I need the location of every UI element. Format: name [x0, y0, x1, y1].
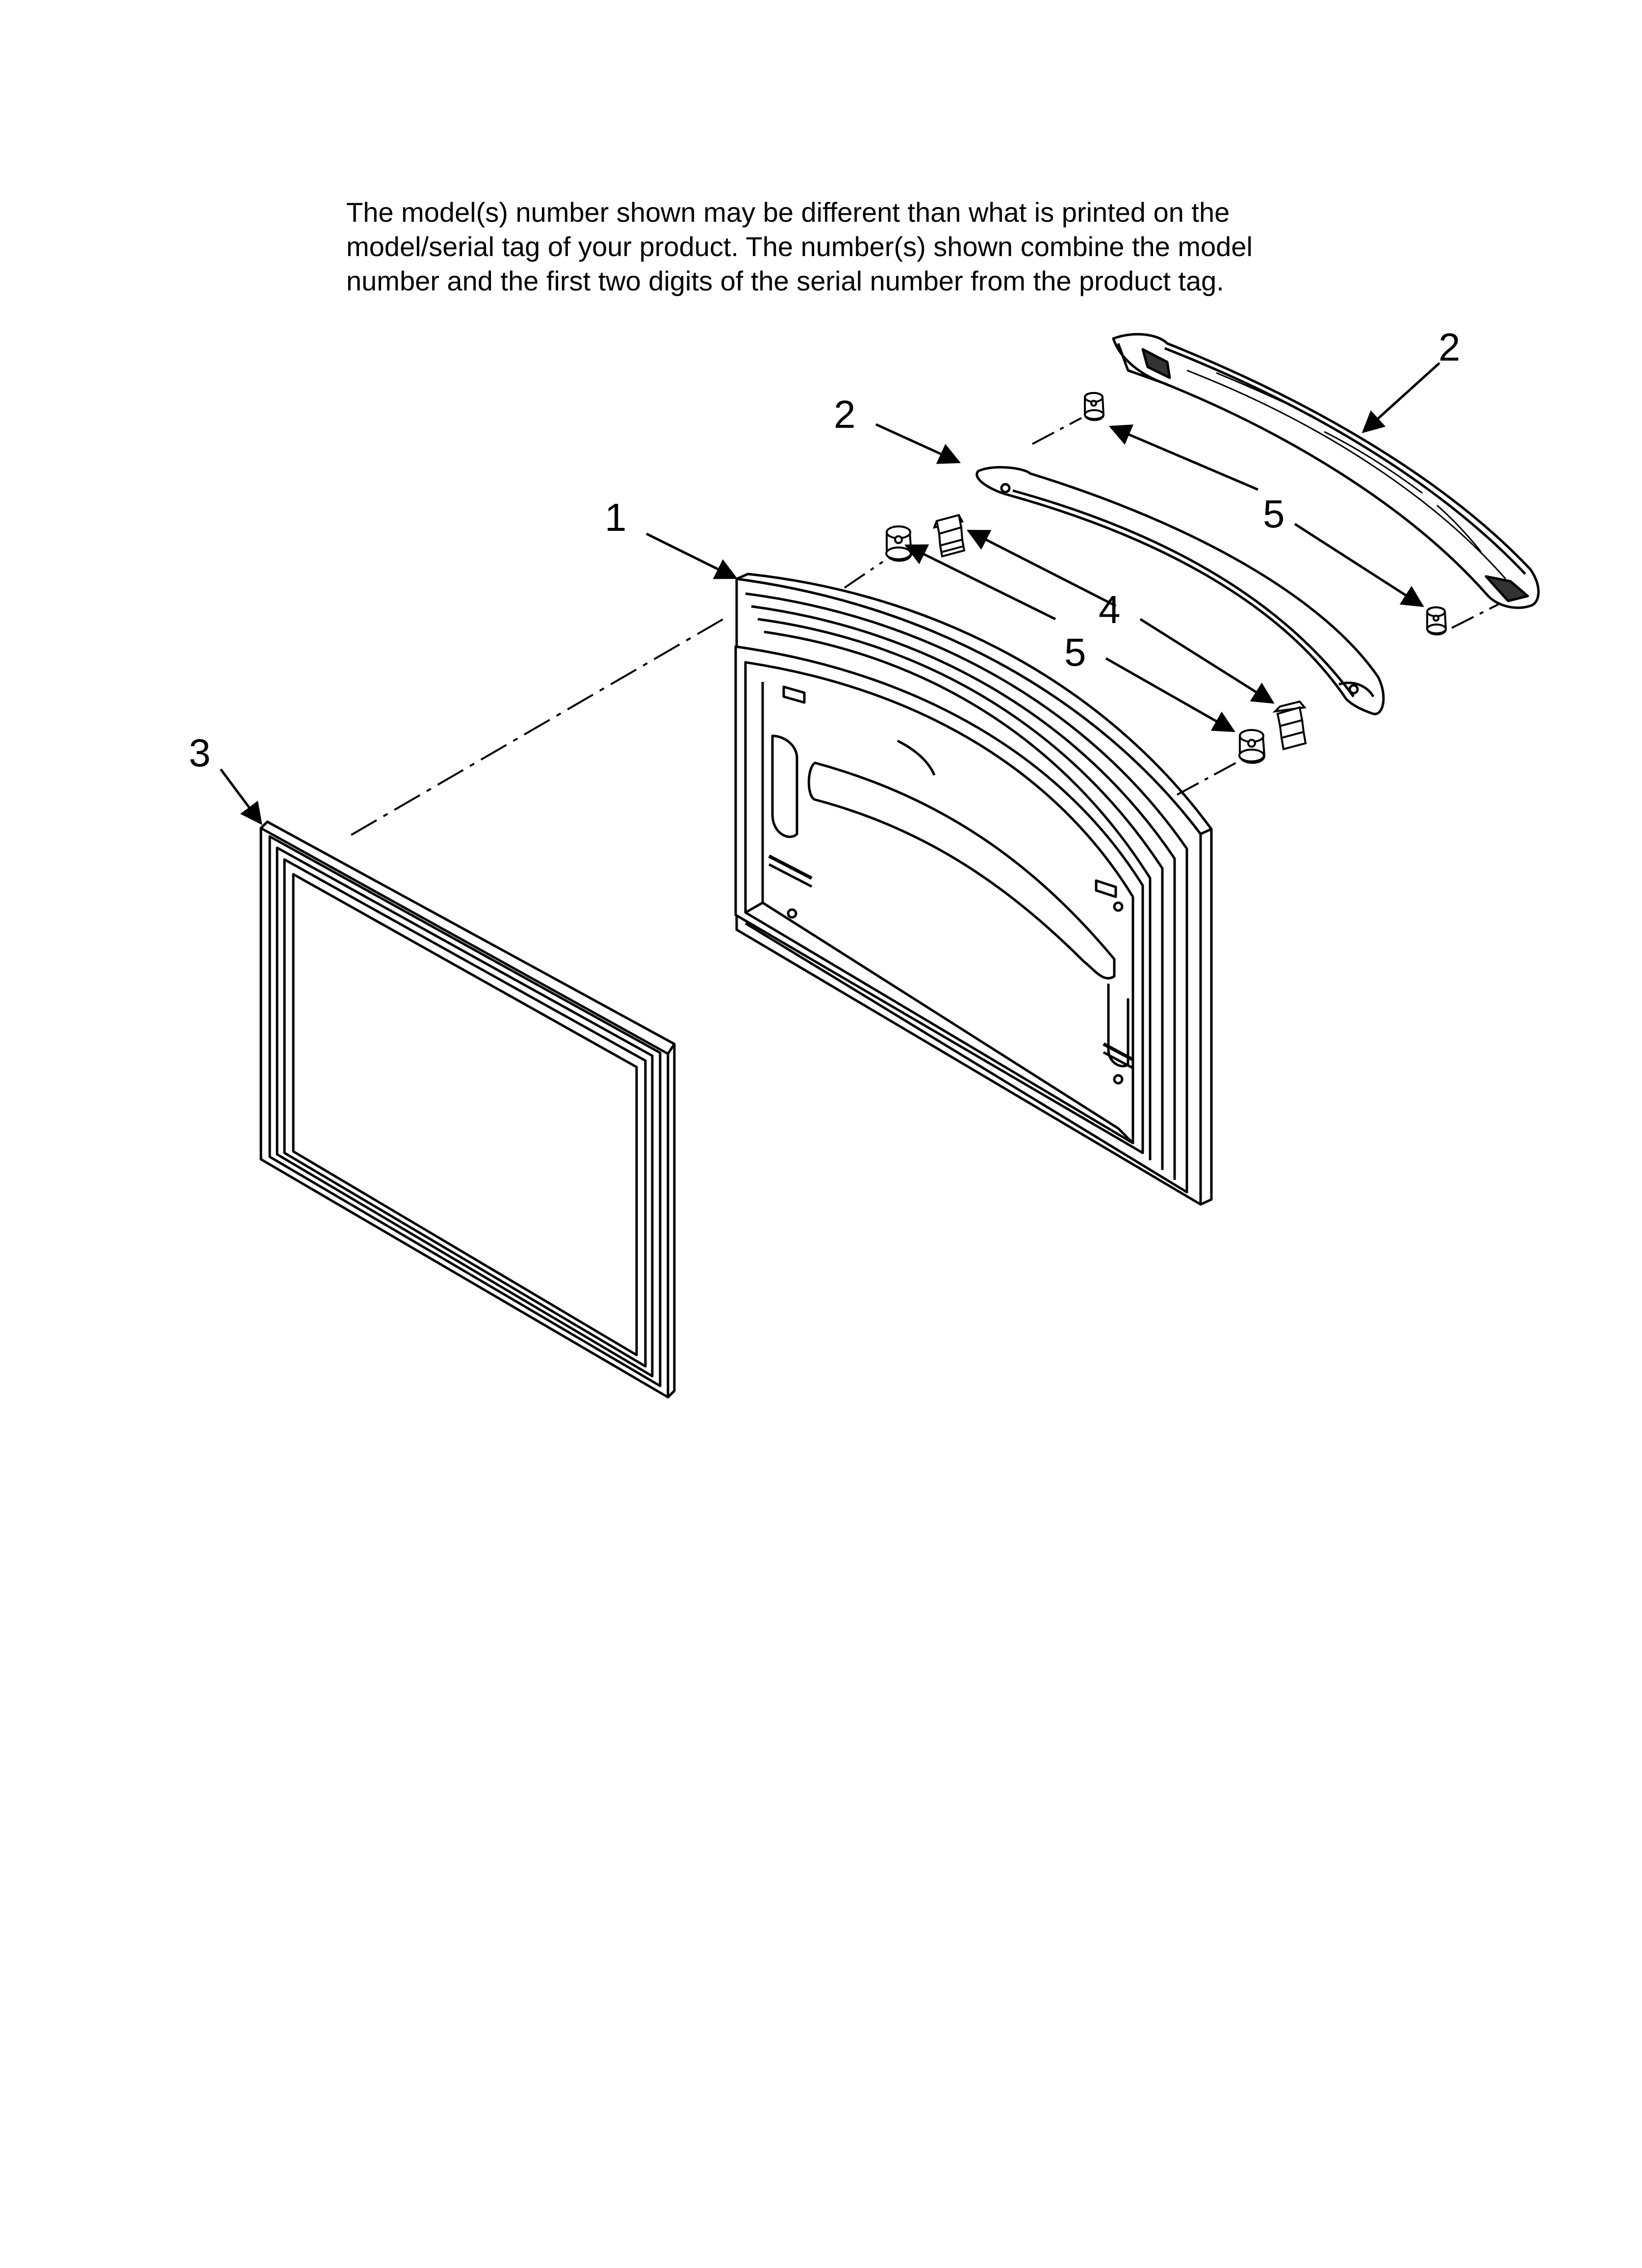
callout-handle-rear: 2	[1438, 325, 1461, 369]
callout-stud-front: 5	[1064, 630, 1086, 674]
callout-arrows	[219, 362, 1440, 825]
screw-upper	[932, 514, 966, 558]
stud-rear-upper	[1084, 392, 1105, 421]
door-liner-part	[734, 573, 1213, 1206]
callout-stud-rear: 5	[1263, 492, 1285, 536]
alignment-leaders	[844, 417, 1499, 796]
stud-rear-lower	[1426, 606, 1447, 636]
front-handle-part	[975, 466, 1385, 715]
disclaimer-line-2: model/serial tag of your product. The nu…	[346, 231, 1253, 262]
callout-gasket: 3	[189, 731, 211, 775]
callout-screw: 4	[1099, 588, 1121, 631]
gasket-leader-line	[350, 617, 726, 836]
stud-front-lower	[1238, 729, 1266, 764]
stud-front-upper	[885, 525, 913, 562]
callout-handle-front: 2	[834, 392, 856, 436]
callout-door: 1	[605, 495, 627, 539]
gasket-part	[259, 820, 676, 1399]
rear-handle-part	[1112, 333, 1540, 609]
disclaimer-line-3: number and the first two digits of the s…	[346, 265, 1224, 296]
disclaimer-note: The model(s) number shown may be differe…	[346, 195, 1474, 298]
screw-lower	[1272, 700, 1307, 751]
disclaimer-line-1: The model(s) number shown may be differe…	[346, 197, 1230, 228]
